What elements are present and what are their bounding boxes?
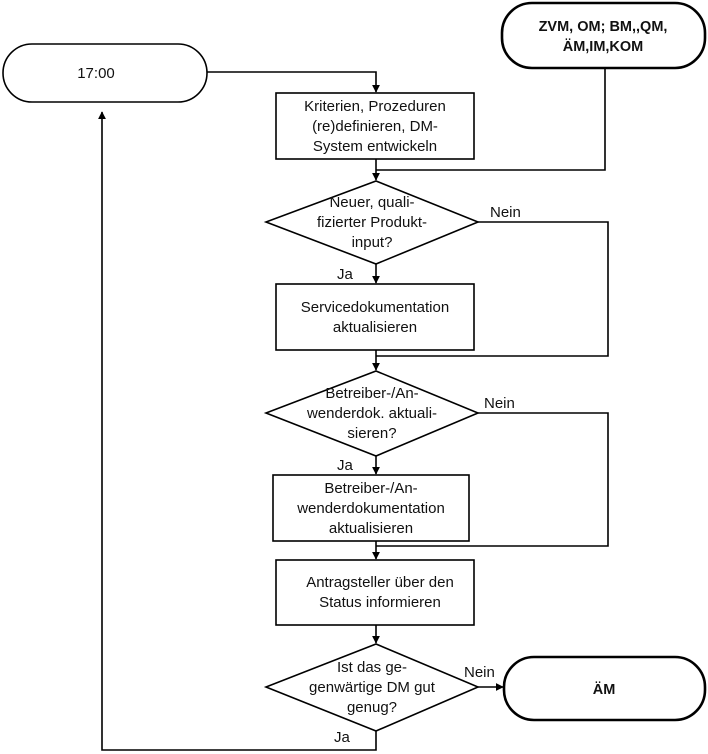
inputs-line: ÄM,IM,KOM <box>563 38 644 55</box>
edge-start-to-define <box>207 71 380 93</box>
define-line: (re)definieren, DM- <box>312 118 438 135</box>
inform-line: Antragsteller über den <box>306 574 454 591</box>
edge-labels: Ja Nein Ja Nein Nein Ja <box>334 204 521 746</box>
start-terminal: 17:00 <box>2 43 208 103</box>
inputs-terminal-text: ZVM, OM; BM,,QM, ÄM,IM,KOM <box>539 19 668 55</box>
operator-doc-process-text: Betreiber-/An-wenderdokumentation aktuali… <box>296 480 445 537</box>
decision-input: Neuer, quali-fizierter Produkt-input? <box>263 180 481 265</box>
service-doc-line: Servicedokumentation <box>301 299 449 316</box>
start-terminal-text: 17:00 <box>77 65 115 82</box>
edge-decision-input-no <box>376 221 609 357</box>
operator-doc-line: aktualisieren <box>329 520 413 537</box>
label-decision-dm-yes: Ja <box>334 729 351 746</box>
operator-doc-line: wenderdokumentation <box>296 500 445 517</box>
decision-input-line: input? <box>352 234 393 251</box>
decision-dm-line: Ist das ge- <box>337 659 407 676</box>
decision-dm-text: Ist das ge-genwärtige DM gut genug? <box>309 659 436 716</box>
decision-operator-line: wenderdok. aktuali- <box>306 405 437 422</box>
label-decision-operator-yes: Ja <box>337 457 354 474</box>
decision-dm-line: genug? <box>347 699 397 716</box>
inputs-terminal: ZVM, OM; BM,,QM, ÄM,IM,KOM <box>500 1 707 70</box>
define-line: Kriterien, Prozeduren <box>304 98 446 115</box>
decision-operator-line: Betreiber-/An- <box>325 385 418 402</box>
label-decision-input-yes: Ja <box>337 266 354 283</box>
decision-operator-line: sieren? <box>347 425 396 442</box>
inputs-line: ZVM, OM; BM,,QM, <box>539 19 668 35</box>
operator-doc-line: Betreiber-/An- <box>324 480 417 497</box>
label-decision-input-no: Nein <box>490 204 521 221</box>
decision-dm: Ist das ge-genwärtige DM gut genug? <box>263 643 481 732</box>
end-line: ÄM <box>593 681 616 698</box>
service-doc-line: aktualisieren <box>333 319 417 336</box>
end-terminal: ÄM <box>502 655 707 722</box>
edges <box>98 68 609 751</box>
define-process-text: Kriterien, Prozeduren (re)definieren, DM-… <box>304 98 446 155</box>
end-terminal-text: ÄM <box>593 681 616 698</box>
decision-dm-line: genwärtige DM gut <box>309 679 436 696</box>
start-line: 17:00 <box>77 65 115 82</box>
decision-operator-text: Betreiber-/An-wenderdok. aktuali-sieren? <box>306 385 437 442</box>
service-doc-process-text: Servicedokumentation aktualisieren <box>301 299 449 336</box>
decision-input-text: Neuer, quali-fizierter Produkt-input? <box>317 194 427 251</box>
define-process: Kriterien, Prozeduren (re)definieren, DM-… <box>275 92 475 160</box>
service-doc-process: Servicedokumentation aktualisieren <box>275 283 475 351</box>
inform-line: Status informieren <box>319 594 441 611</box>
decision-operator: Betreiber-/An-wenderdok. aktuali-sieren? <box>263 370 481 457</box>
decision-input-line: fizierter Produkt- <box>317 214 427 231</box>
edge-decision-operator-no <box>376 412 609 547</box>
operator-doc-process: Betreiber-/An-wenderdokumentation aktuali… <box>272 474 470 542</box>
decision-input-line: Neuer, quali- <box>329 194 414 211</box>
label-decision-dm-no: Nein <box>464 664 495 681</box>
label-decision-operator-no: Nein <box>484 395 515 412</box>
define-line: System entwickeln <box>313 138 437 155</box>
edge-decision-dm-yes-loop <box>98 111 377 751</box>
edge-inputs-to-define <box>376 68 606 171</box>
